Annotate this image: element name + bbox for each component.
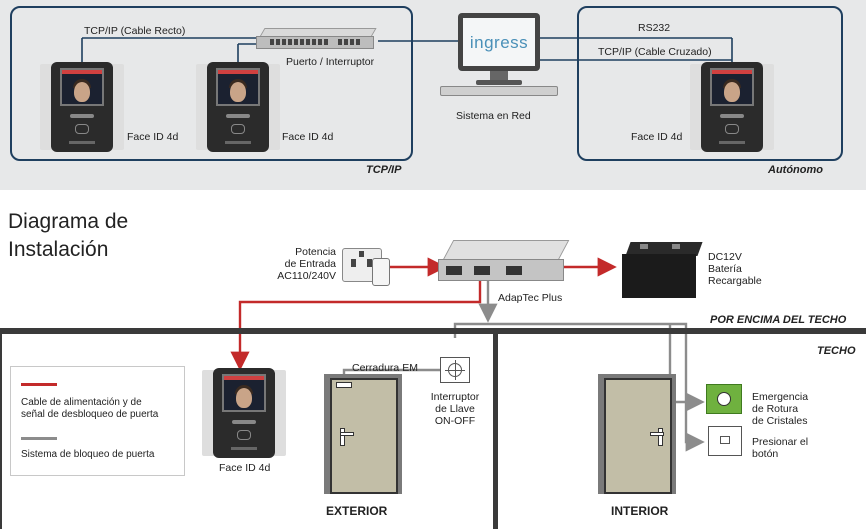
adaptec-plus-label: AdapTec Plus — [498, 292, 563, 304]
em-lock-label: Cerradura EM — [352, 362, 418, 374]
emergency-label-line2: de Rotura — [752, 403, 799, 415]
legend: Cable de alimentación y de señal de desb… — [10, 366, 185, 476]
legend-red-swatch — [21, 383, 57, 386]
above-ceiling-label: POR ENCIMA DEL TECHO — [710, 314, 847, 326]
ingress-monitor: ingress — [440, 13, 558, 97]
face-id-device-2 — [196, 62, 280, 152]
power-label-line3: AC110/240V — [277, 270, 336, 282]
face-id-device-1-label: Face ID 4d — [127, 131, 179, 143]
exterior-door-handle[interactable] — [340, 428, 345, 446]
face-id-device-3 — [690, 62, 774, 152]
switch-label: Puerto / Interruptor — [286, 56, 375, 68]
battery — [622, 242, 703, 300]
em-lock — [336, 382, 352, 388]
rs232-label: RS232 — [638, 22, 671, 34]
battery-label-line3: Recargable — [708, 275, 762, 287]
power-plug — [372, 258, 390, 286]
middle-wall — [493, 334, 498, 529]
exterior-wall — [0, 334, 2, 529]
tcpip-network-box — [10, 6, 413, 161]
emergency-break-glass[interactable] — [706, 384, 742, 414]
face-id-device-exterior — [202, 368, 286, 458]
battery-label-line1: DC12V — [708, 251, 742, 263]
ingress-logo: ingress — [469, 33, 529, 52]
face-id-device-exterior-label: Face ID 4d — [219, 462, 271, 474]
legend-gray-swatch — [21, 437, 57, 440]
exterior-door — [330, 378, 398, 494]
tcpip-box-footer: TCP/IP — [366, 164, 402, 176]
key-switch[interactable] — [440, 357, 470, 383]
tcpip-straight-cable-label: TCP/IP (Cable Recto) — [84, 25, 186, 37]
network-switch — [256, 28, 380, 50]
exterior-label: EXTERIOR — [326, 504, 388, 518]
legend-item-power-line1: Cable de alimentación y de — [21, 397, 142, 408]
standalone-box-footer: Autónomo — [768, 164, 823, 176]
key-switch-label-line2: de Llave — [435, 403, 475, 415]
face-id-device-3-label: Face ID 4d — [631, 131, 683, 143]
ceiling-line — [0, 328, 866, 334]
face-id-device-1 — [40, 62, 124, 152]
key-switch-label-line1: Interruptor — [430, 391, 480, 403]
legend-item-power: Cable de alimentación y de señal de desb… — [21, 397, 158, 421]
adaptec-plus-unit — [438, 240, 570, 286]
power-label-line2: de Entrada — [284, 258, 336, 270]
battery-label: DC12V Batería Recargable — [708, 251, 762, 287]
exit-button-label-line1: Presionar el — [752, 436, 809, 448]
exit-button[interactable] — [708, 426, 742, 456]
standalone-box — [577, 6, 843, 161]
battery-label-line2: Batería — [708, 263, 742, 275]
diagram-title-line1: Diagrama de — [8, 210, 129, 233]
emergency-label-line3: de Cristales — [752, 415, 808, 427]
power-label-line1: Potencia — [295, 246, 336, 258]
tcpip-crossover-cable-label: TCP/IP (Cable Cruzado) — [598, 46, 712, 58]
legend-item-lock: Sistema de bloqueo de puerta — [21, 449, 155, 460]
key-switch-label: Interruptor de Llave ON-OFF — [420, 391, 490, 427]
face-id-device-2-label: Face ID 4d — [282, 131, 334, 143]
network-system-label: Sistema en Red — [456, 110, 531, 122]
ceiling-label: TECHO — [817, 345, 856, 357]
exit-button-label-line2: botón — [752, 448, 779, 460]
exit-button-label: Presionar el botón — [752, 436, 808, 460]
diagram-title-line2: Instalación — [8, 238, 109, 261]
cables — [230, 257, 705, 452]
legend-item-power-line2: señal de desbloqueo de puerta — [21, 409, 159, 420]
interior-door-handle[interactable] — [658, 428, 663, 446]
emergency-label-line1: Emergencia — [752, 391, 809, 403]
key-switch-label-line3: ON-OFF — [434, 415, 476, 427]
power-input-label: Potencia de Entrada AC110/240V — [266, 246, 336, 282]
diagram-title: Diagrama de Instalación — [8, 208, 128, 264]
network-lines — [81, 37, 733, 70]
interior-label: INTERIOR — [611, 504, 669, 518]
emergency-label: Emergencia de Rotura de Cristales — [752, 391, 808, 427]
interior-door — [604, 378, 672, 494]
